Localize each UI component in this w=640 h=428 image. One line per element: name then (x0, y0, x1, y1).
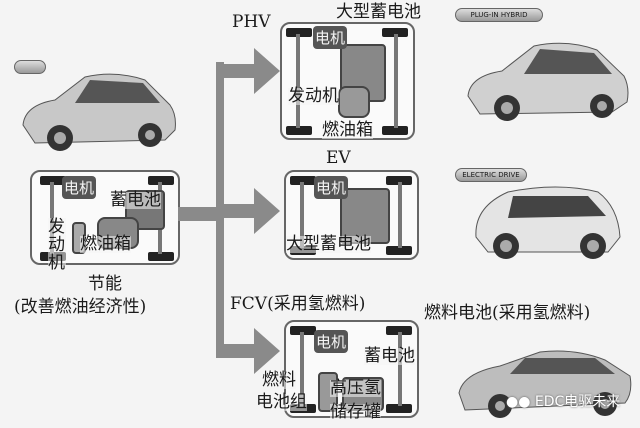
arrow-to-phv (220, 64, 256, 78)
arrow-heads (254, 48, 280, 374)
phv-motor-label: 电机 (313, 26, 348, 49)
watermark: ●● EDC电驱未来 (506, 391, 620, 411)
ev-title: EV (326, 148, 351, 168)
ev-large-battery-label: 大型蓄电池 (286, 234, 371, 254)
fuel-tank-label: 燃油箱 (80, 234, 131, 254)
fcv-h2-tank-line1: 高压氢 (330, 378, 381, 398)
phv-badge: PLUG-IN HYBRID (455, 8, 543, 22)
arrow-to-fcv (220, 344, 256, 358)
wechat-icon: ●● (506, 394, 531, 410)
caption-line2: (改善燃油经济性) (14, 297, 147, 317)
fcv-car-image (458, 350, 632, 418)
fcv-fc-stack-line1: 燃料 (262, 370, 296, 390)
motor-label: 电机 (62, 176, 97, 199)
hybrid-badge (14, 60, 46, 74)
arrow-to-ev (220, 204, 256, 218)
fcv-title: FCV(采用氢燃料) (230, 294, 366, 314)
fcv-battery-label: 蓄电池 (364, 346, 415, 366)
ev-badge: ELECTRIC DRIVE (455, 168, 527, 182)
ev-motor-label: 电机 (314, 176, 349, 199)
phv-car-image (467, 42, 629, 121)
phv-engine-label: 发动机 (288, 86, 339, 106)
watermark-text: EDC电驱未来 (534, 394, 621, 410)
engine-label: 发动机 (48, 217, 66, 273)
phv-title: PHV (232, 12, 271, 32)
ev-car-image (475, 186, 621, 259)
fcv-h2-tank-line2: 储存罐 (330, 402, 381, 422)
phv-fuel-tank-label: 燃油箱 (322, 120, 373, 140)
fcv-fc-stack-line2: 电池组 (256, 392, 307, 412)
prius-car-image (22, 73, 176, 151)
battery-label: 蓄电池 (110, 190, 161, 210)
phv-large-battery-label: 大型蓄电池 (336, 2, 421, 22)
fcv-car-caption: 燃料电池(采用氢燃料) (424, 303, 591, 323)
phv-layout-diagram (280, 22, 415, 140)
arrow-stem (178, 207, 218, 221)
caption-line1: 节能 (88, 274, 122, 294)
fcv-motor-label: 电机 (314, 330, 349, 353)
